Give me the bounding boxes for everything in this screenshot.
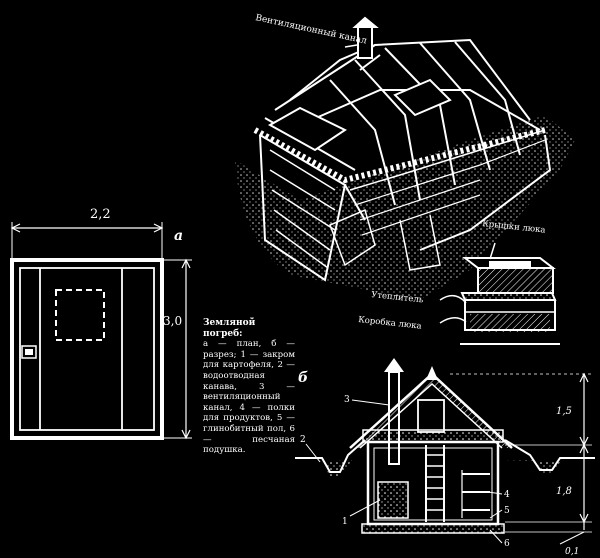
plan-letter: а <box>174 228 183 244</box>
sand-cushion-dim: 0,1 <box>565 547 579 557</box>
section-view <box>295 358 595 545</box>
plan-view <box>10 222 192 440</box>
figure-caption: Земляной погреб: а — план, б — разрез; 1… <box>203 318 295 456</box>
section-letter: б <box>298 370 308 386</box>
callout-4: 4 <box>504 490 510 500</box>
plan-vent-square <box>21 345 37 359</box>
hatch-detail <box>439 242 560 345</box>
callout-1: 1 <box>342 517 348 527</box>
caption-title: Земляной погреб: <box>203 318 256 339</box>
ventilation-channel-label: Вентиляционный канал <box>254 13 367 46</box>
plan-length-dim: 3,0 <box>163 314 182 328</box>
hatch-frame-label: Коробка люка <box>358 314 422 332</box>
perspective-view <box>235 16 575 300</box>
below-ground-dim: 1,8 <box>556 486 572 497</box>
plan-hatch-opening <box>55 289 105 341</box>
caption-text: а — план, б — разрез; 1 — закром для кар… <box>203 339 295 456</box>
callout-2: 2 <box>300 435 306 445</box>
callout-5: 5 <box>504 506 510 516</box>
callout-6: 6 <box>504 539 510 549</box>
callout-3: 3 <box>344 395 350 405</box>
plan-width-dim: 2,2 <box>90 207 111 222</box>
potato-bin <box>377 481 409 519</box>
above-ground-dim: 1,5 <box>556 406 572 417</box>
